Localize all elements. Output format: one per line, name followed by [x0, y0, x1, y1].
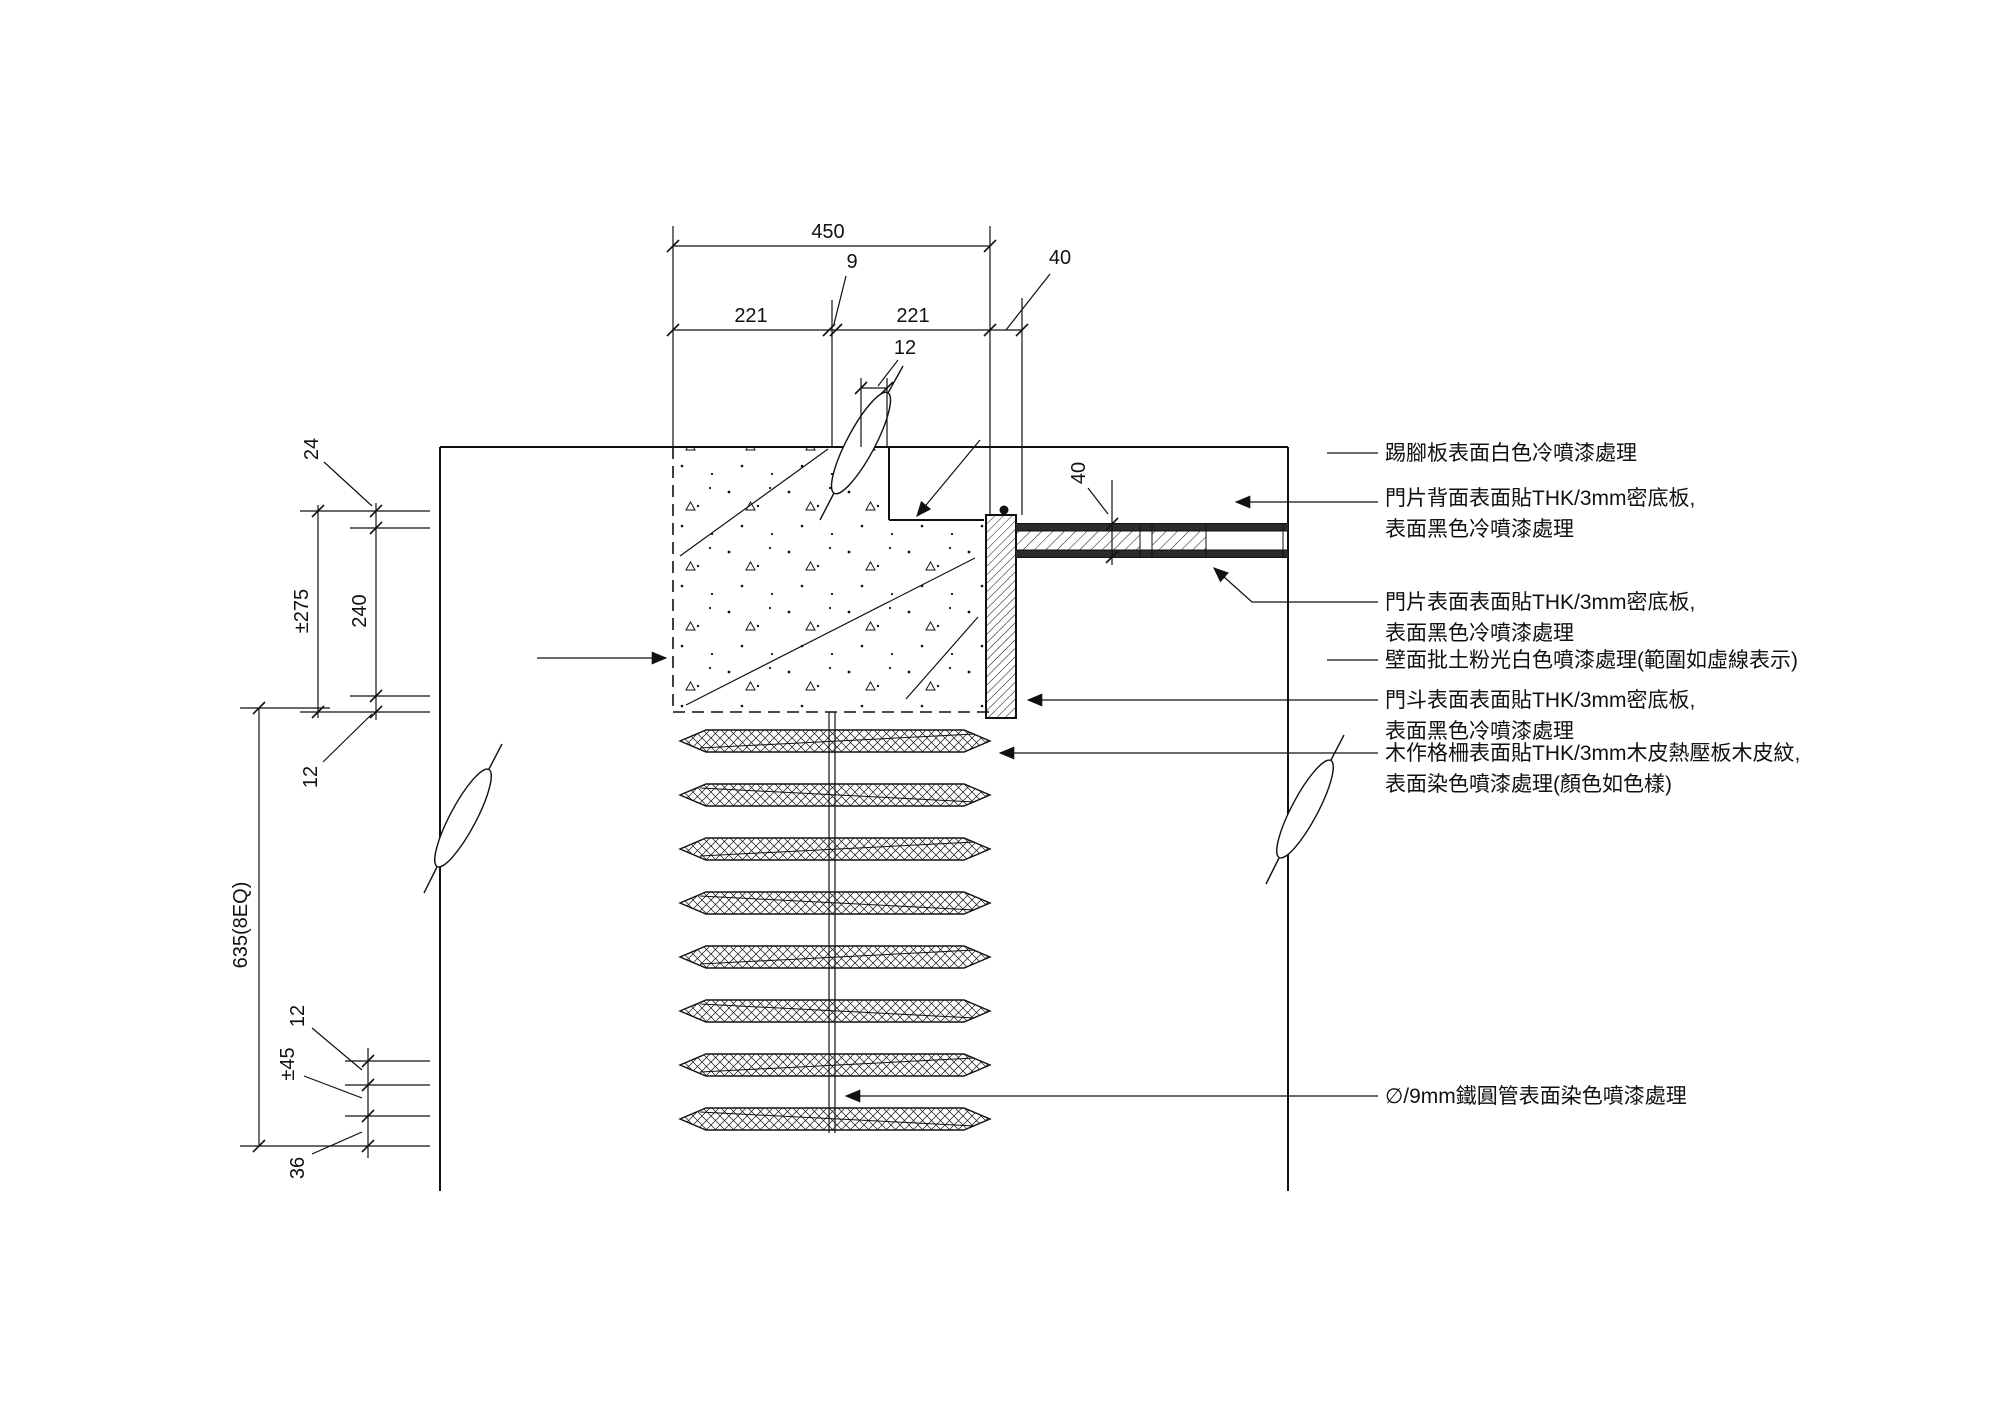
- dim-36-label: 36: [287, 1157, 309, 1179]
- note-door-jamb-2: 表面黑色冷噴漆處理: [1385, 720, 1574, 743]
- plaster-extent-dashed: [672, 447, 990, 713]
- dim-12-lower-label: 12: [287, 1005, 309, 1027]
- dim-45-label: ±45: [277, 1047, 299, 1080]
- dim-40-top-label: 40: [1049, 247, 1071, 269]
- door-frame: [985, 505, 1017, 719]
- door-panel-core-hatch-left: [1016, 531, 1140, 550]
- note-door-face-2: 表面黑色冷噴漆處理: [1385, 622, 1574, 645]
- note-door-back-2: 表面黑色冷噴漆處理: [1385, 518, 1574, 541]
- iron-pipe: [828, 712, 836, 1133]
- dim-275-label: ±275: [291, 589, 313, 633]
- note-door-face-1: 門片表面表面貼THK/3mm密底板,: [1385, 591, 1695, 614]
- left-dimensions: [240, 461, 430, 1158]
- dim-ticks: [666, 239, 1029, 395]
- skirting-arrow: [916, 439, 981, 518]
- note-door-jamb-1: 門斗表面表面貼THK/3mm密底板,: [1385, 689, 1695, 712]
- note-skirting: 踢腳板表面白色冷噴漆處理: [1385, 442, 1637, 465]
- dim-635-label: 635(8EQ): [230, 882, 252, 969]
- dim-240-label: 240: [349, 594, 371, 627]
- dim-24-label: 24: [301, 438, 323, 460]
- concrete-diagonal-lines: [679, 448, 979, 706]
- concrete-wall-section: [672, 447, 990, 713]
- note-louver-2: 表面染色噴漆處理(顏色如色樣): [1385, 773, 1672, 796]
- annotation-leaders: [537, 439, 1378, 1103]
- dim-450-label: 450: [811, 221, 844, 243]
- note-plaster: 壁面批土粉光白色噴漆處理(範圍如虛線表示): [1385, 649, 1798, 672]
- door-panel: [1015, 523, 1289, 558]
- dim-9-label: 9: [846, 251, 857, 273]
- door-panel-core-hatch-mid: [1152, 531, 1206, 550]
- dim-12-upper-label: 12: [300, 766, 322, 788]
- note-louver-1: 木作格柵表面貼THK/3mm木皮熱壓板木皮紋,: [1385, 742, 1800, 765]
- top-dimensions: [666, 226, 1051, 515]
- annotation-notes: 踢腳板表面白色冷噴漆處理 門片背面表面貼THK/3mm密底板, 表面黑色冷噴漆處…: [1385, 442, 1800, 1108]
- note-pipe: ∅/9mm鐵圓管表面染色噴漆處理: [1385, 1085, 1687, 1108]
- pivot-dot: [999, 505, 1009, 515]
- dim-12-top-label: 12: [894, 337, 916, 359]
- door-face-arrow: [1213, 567, 1378, 603]
- dim-221-left-label: 221: [734, 305, 767, 327]
- break-mark-left: [423, 743, 503, 894]
- dim-panel-40-label: 40: [1068, 462, 1090, 484]
- dim-221-right-label: 221: [896, 305, 929, 327]
- break-mark-right: [1265, 734, 1345, 885]
- panel-thickness-dimension: [1087, 480, 1119, 565]
- note-door-back-1: 門片背面表面貼THK/3mm密底板,: [1385, 487, 1695, 510]
